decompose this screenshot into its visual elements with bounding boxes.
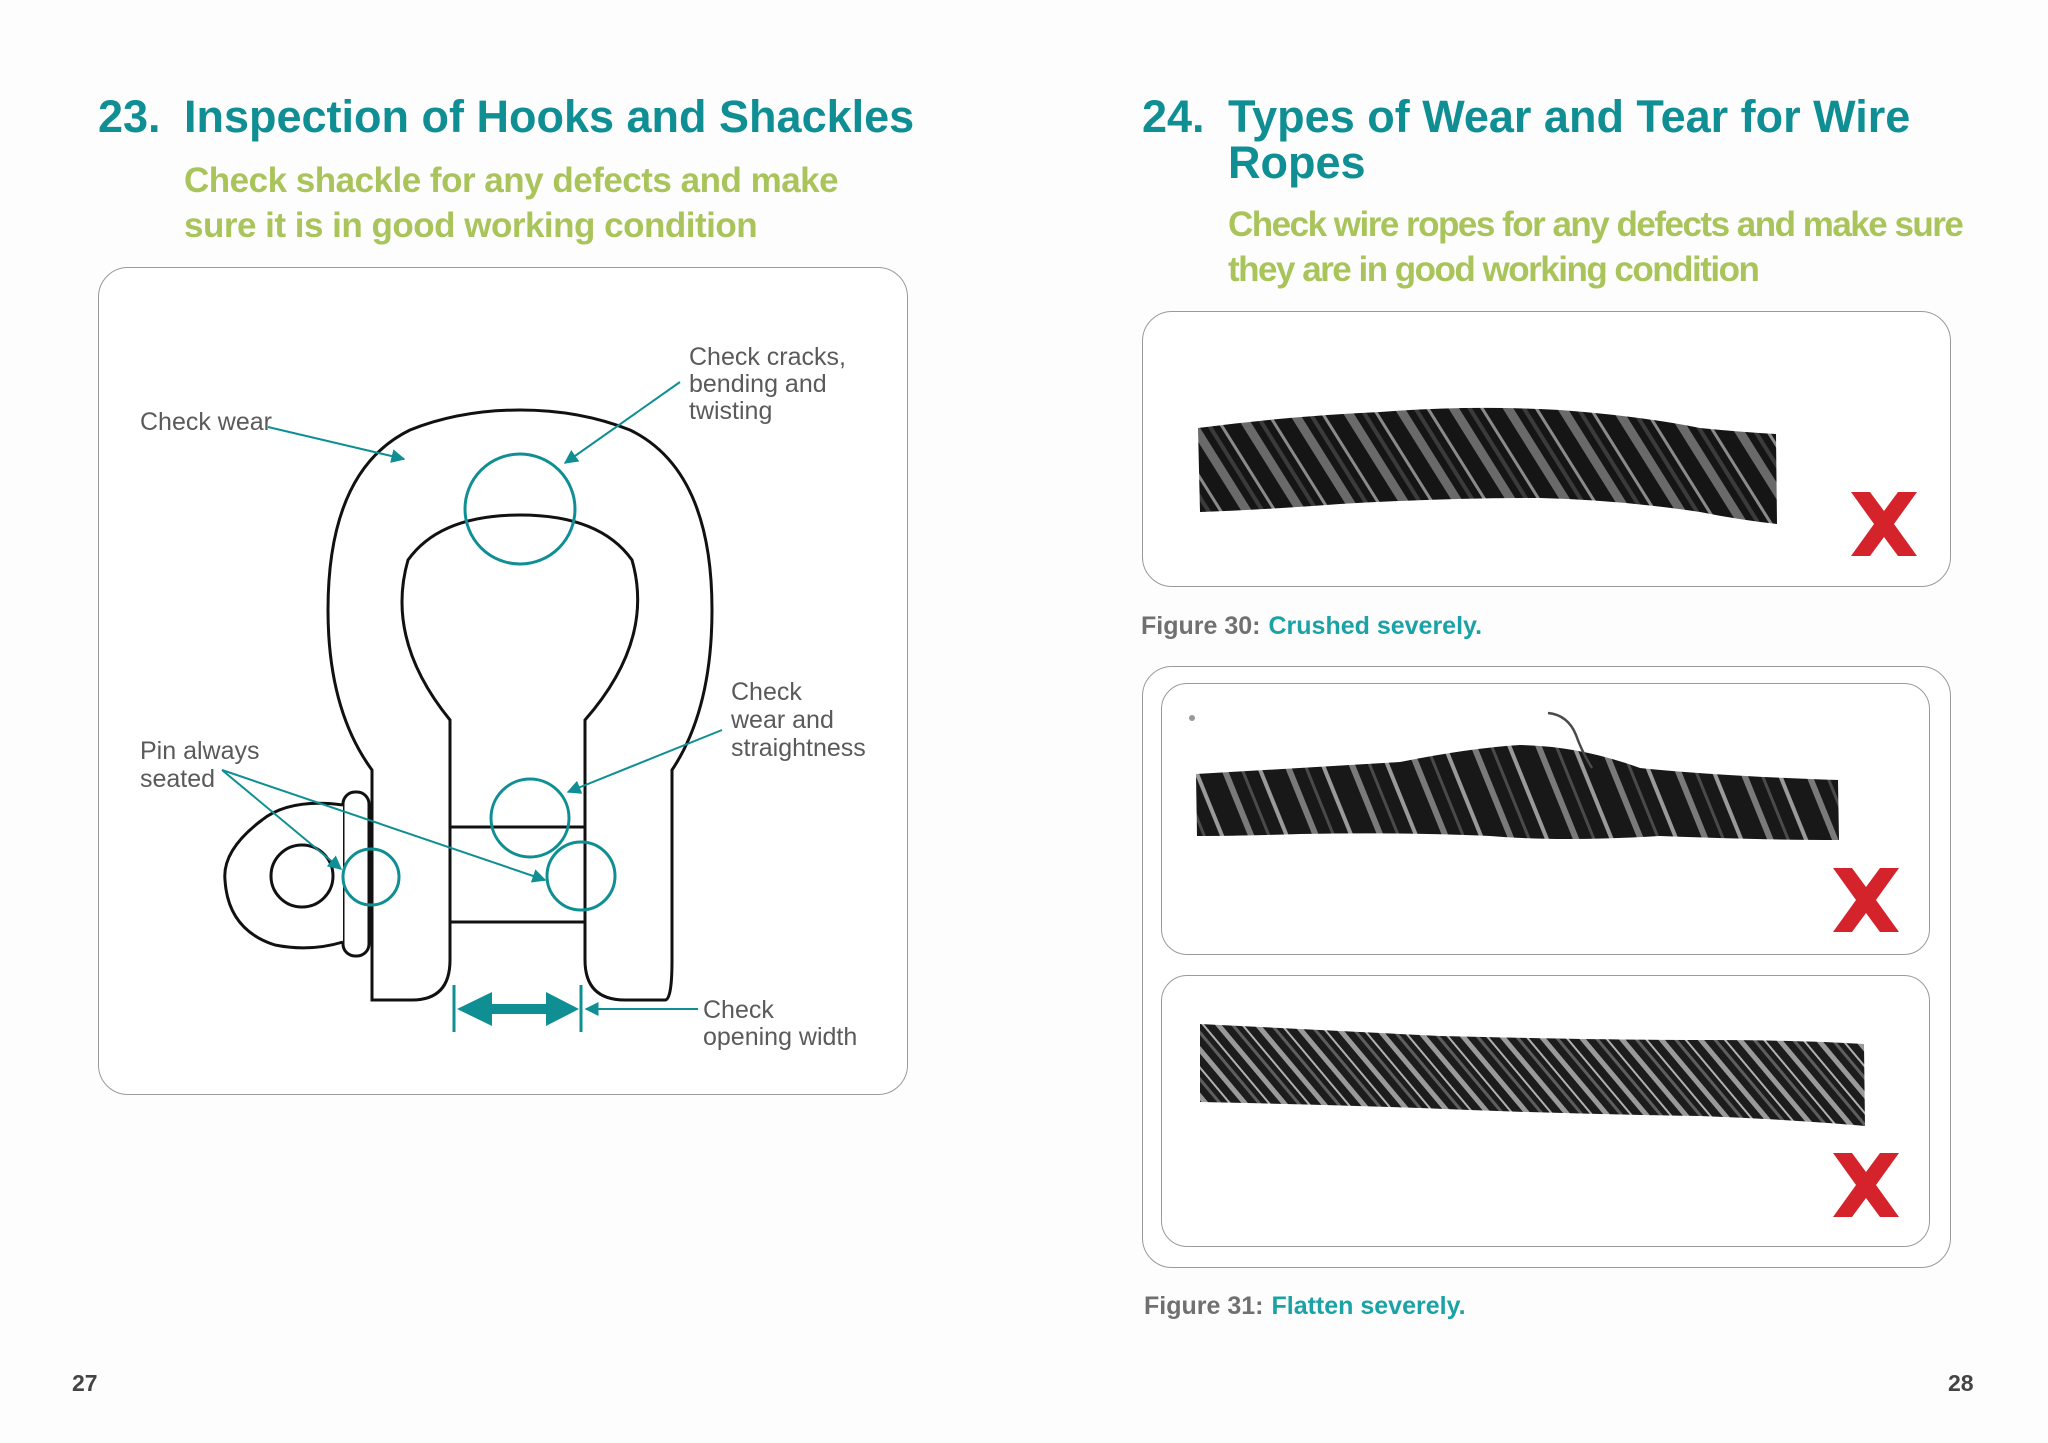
- page-number-right: 28: [1948, 1370, 1974, 1396]
- section-23-subtitle: Check shackle for any defects and make s…: [184, 158, 839, 248]
- subtitle-line: they are in good working condition: [1228, 250, 1760, 289]
- figure30-label: Figure 30:: [1141, 612, 1261, 640]
- label-wear-straightness: Check wear and straightness: [730, 678, 866, 762]
- subtitle-line: Check shackle for any defects and make: [184, 161, 839, 200]
- label-cracks: Check cracks, bending and twisting: [689, 343, 853, 425]
- leader-wear-straight: [566, 729, 723, 794]
- page-number-left: 27: [72, 1370, 98, 1396]
- section-title-line2: Ropes: [1228, 137, 1366, 188]
- figure31-caption: Figure 31:Flatten severely.: [1144, 1292, 1466, 1321]
- section-title: Inspection of Hooks and Shackles: [184, 91, 915, 142]
- inspection-circle-crown: [463, 452, 577, 566]
- inspection-circle-pin-end: [545, 840, 617, 912]
- label-opening-width: Check opening width: [703, 996, 857, 1051]
- leader-pin-2: [221, 769, 547, 883]
- leader-pin-1: [221, 769, 343, 870]
- subtitle-line: sure it is in good working condition: [184, 206, 758, 245]
- figure31-text: Flatten severely.: [1271, 1292, 1466, 1320]
- reject-x-icon: [1851, 492, 1917, 556]
- reject-x-icon: [1833, 1153, 1899, 1217]
- rope-flattened-2: [1200, 1024, 1865, 1126]
- speck: [1189, 715, 1195, 721]
- section-24-subtitle: Check wire ropes for any defects and mak…: [1228, 202, 1964, 292]
- dim-arrow: [457, 992, 579, 1026]
- label-check-wear: Check wear: [140, 408, 272, 436]
- figure30-caption: Figure 30:Crushed severely.: [1141, 612, 1482, 641]
- shackle-pin: [450, 825, 585, 924]
- rope-flattened-1: [1196, 745, 1839, 840]
- rope-crushed: [1198, 407, 1777, 524]
- subtitle-line: Check wire ropes for any defects and mak…: [1228, 205, 1964, 244]
- section-number: 24.: [1142, 91, 1205, 142]
- leader-check-wear: [267, 426, 406, 463]
- leader-cracks: [563, 381, 681, 464]
- section-title-line1: Types of Wear and Tear for Wire: [1228, 91, 1911, 142]
- section-23-heading: 23. Inspection of Hooks and Shackles: [98, 94, 998, 144]
- section-number: 23.: [98, 91, 161, 142]
- reject-x-icon: [1833, 868, 1899, 932]
- label-pin-seated: Pin always seated: [140, 737, 266, 793]
- section-24-heading: 24. Types of Wear and Tear for Wire Rope…: [1142, 94, 2002, 194]
- figure30-text: Crushed severely.: [1268, 612, 1483, 640]
- figure31-label: Figure 31:: [1144, 1292, 1264, 1320]
- shackle-diagram-panel: [98, 267, 908, 1095]
- broken-wire: [1547, 711, 1594, 769]
- inspection-circle-collar: [341, 847, 401, 907]
- pin-eye-hole: [269, 843, 335, 909]
- inspection-circle-leg: [489, 777, 571, 859]
- shackle-bow-outline: [326, 408, 714, 1002]
